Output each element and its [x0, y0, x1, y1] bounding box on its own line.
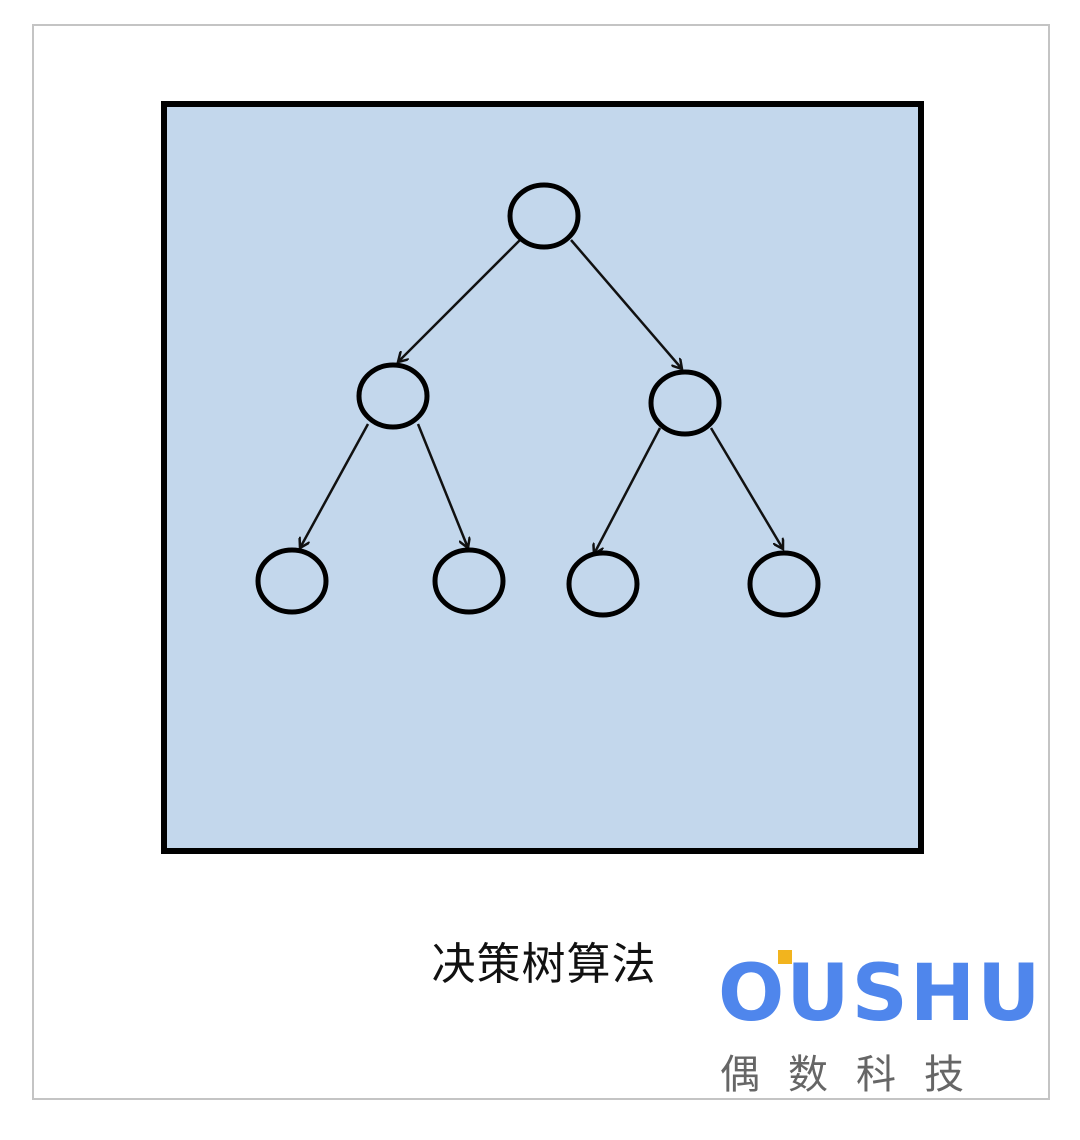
edge-right-right-left [594, 427, 662, 554]
diagram-panel [161, 101, 924, 854]
node-left-right [432, 547, 506, 615]
edge-left-left-right [416, 423, 468, 548]
diagram-caption: 决策树算法 [431, 939, 657, 990]
edge-root-left [398, 239, 521, 362]
oushu-logo: OUSHU 偶数科技 [712, 950, 1040, 1100]
logo-wordmark: OUSHU [718, 949, 1043, 1039]
logo-subtitle: 偶数科技 [720, 1052, 992, 1098]
tree-nodes [255, 182, 821, 618]
node-right-left [566, 550, 640, 618]
node-left [356, 362, 430, 430]
node-root [507, 182, 581, 250]
tree-edges [300, 239, 783, 554]
node-left-left [255, 547, 329, 615]
edge-right-right-right [709, 427, 783, 549]
node-right [648, 369, 722, 437]
edge-root-right [570, 239, 682, 369]
node-right-right [747, 550, 821, 618]
logo-accent-dot [778, 950, 792, 964]
edge-left-left-left [300, 423, 370, 548]
